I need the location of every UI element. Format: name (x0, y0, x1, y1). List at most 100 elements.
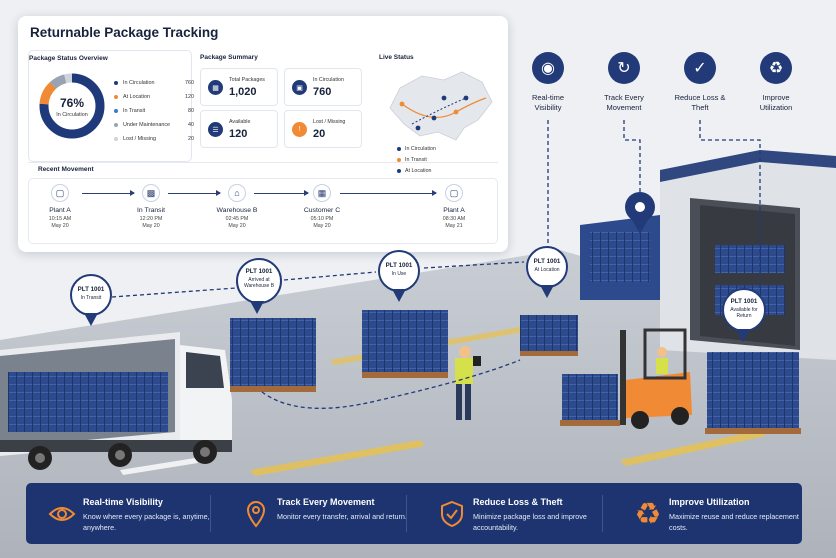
movement-step[interactable]: ▩ In Transit 12:20 PM May 20 (119, 184, 183, 229)
pallet-pin-available[interactable]: PLT 1001 Available for Return (722, 288, 766, 342)
live-legend-label: In Transit (405, 157, 427, 163)
legend-label: Lost / Missing (123, 135, 156, 142)
live-legend-label: At Location (405, 168, 432, 174)
pallet-pin-arrived[interactable]: PLT 1001 Arrived at Warehouse B (236, 258, 282, 314)
divider (28, 162, 498, 163)
recent-movement-title: Recent Movement (38, 166, 94, 173)
dashboard-title: Returnable Package Tracking (30, 25, 219, 40)
feature-real-time-visibility: ◉ Real-time Visibility (518, 52, 578, 112)
summary-card-total[interactable]: ▦ Total Packages 1,020 (200, 68, 278, 106)
warehouse-icon: ⌂ (228, 184, 246, 202)
arrow-icon (340, 190, 437, 196)
eye-icon (46, 498, 78, 530)
route-icon: ↻ (608, 52, 640, 84)
pin-status: Available for Return (730, 307, 758, 319)
legend-in-transit: In Transit 80 (114, 106, 194, 115)
crate-stack-5 (705, 352, 801, 434)
status-donut-chart (39, 73, 105, 139)
feature-label: Reduce Loss & Theft (674, 93, 726, 112)
crate-stack-1 (230, 318, 316, 392)
box-icon: ▣ (292, 80, 307, 95)
live-legend-label: In Circulation (405, 146, 436, 152)
pin-id: PLT 1001 (385, 262, 413, 269)
movement-step[interactable]: ⌂ Warehouse B 02:45 PM May 20 (205, 184, 269, 229)
pin-status: In Transit (80, 295, 102, 301)
package-summary-title: Package Summary (200, 54, 258, 61)
forklift (560, 328, 692, 429)
legend-value: 20 (188, 135, 194, 142)
summary-value: 760 (313, 86, 332, 98)
arrow-icon (254, 190, 309, 196)
live-status-title: Live Status (379, 54, 414, 61)
legend-dot (114, 80, 118, 85)
package-icon: ▦ (208, 80, 223, 95)
summary-label: Lost / Missing (313, 119, 346, 125)
benefit-reduce-loss: Reduce Loss & Theft Minimize package los… (416, 483, 610, 544)
live-legend-circulation: In Circulation (397, 146, 436, 152)
step-date: May 20 (313, 223, 331, 229)
feature-label: Real-time Visibility (531, 93, 565, 112)
benefit-title: Real-time Visibility (83, 497, 163, 507)
benefit-title: Track Every Movement (277, 497, 375, 507)
pallet-pin-in-use[interactable]: PLT 1001 In Use (378, 250, 420, 302)
legend-value: 80 (188, 107, 194, 114)
benefit-title: Reduce Loss & Theft (473, 497, 563, 507)
movement-timeline (28, 178, 498, 244)
movement-step[interactable]: ▦ Customer C 05:10 PM May 20 (290, 184, 354, 229)
benefits-bar: Real-time Visibility Know where every pa… (26, 483, 802, 544)
benefit-track-every-movement: Track Every Movement Monitor every trans… (220, 483, 414, 544)
step-name: Plant A (443, 207, 465, 214)
summary-card-available[interactable]: ☰ Available 120 (200, 110, 278, 148)
step-date: May 21 (445, 223, 463, 229)
truck-icon: ▩ (142, 184, 160, 202)
summary-value: 20 (313, 128, 326, 140)
pin-status: At Location (534, 267, 560, 273)
legend-dot (114, 94, 118, 99)
building-icon: ▦ (313, 184, 331, 202)
pin-id: PLT 1001 (730, 298, 758, 305)
legend-label: In Circulation (123, 79, 155, 86)
summary-label: Available (229, 119, 251, 125)
legend-dot (114, 122, 118, 127)
feature-label: Track Every Movement (604, 93, 644, 112)
summary-label: In Circulation (313, 77, 344, 83)
benefit-desc: Monitor every transfer, arrival and retu… (277, 512, 407, 521)
step-name: In Transit (137, 207, 165, 214)
pallet-pin-at-location[interactable]: PLT 1001 At Location (526, 246, 568, 298)
summary-card-circulation[interactable]: ▣ In Circulation 760 (284, 68, 362, 106)
legend-dot (114, 108, 118, 113)
divider (210, 495, 211, 532)
movement-step[interactable]: ▢ Plant A 10:15 AM May 20 (28, 184, 92, 229)
recycle-icon: ♻ (634, 497, 662, 531)
legend-label: Under Maintenance (123, 121, 171, 128)
legend-label: At Location (123, 93, 150, 100)
summary-card-lost[interactable]: ! Lost / Missing 20 (284, 110, 362, 148)
donut-percentage: 76% (59, 96, 85, 110)
legend-label: In Transit (123, 107, 146, 114)
step-time: 08:30 AM (442, 216, 466, 222)
pin-id: PLT 1001 (245, 268, 273, 275)
live-legend-transit: In Transit (397, 157, 427, 163)
step-date: May 20 (51, 223, 69, 229)
benefit-improve-utilization: ♻ Improve Utilization Maximize reuse and… (612, 483, 806, 544)
step-time: 12:20 PM (139, 216, 163, 222)
shield-check-icon: ✓ (684, 52, 716, 84)
benefit-real-time-visibility: Real-time Visibility Know where every pa… (26, 483, 220, 544)
pallet-pin-in-transit[interactable]: PLT 1001 In Transit (70, 274, 112, 326)
movement-step[interactable]: ▢ Plant A 08:30 AM May 21 (422, 184, 486, 229)
tracking-dashboard: Returnable Package Tracking Package Stat… (18, 16, 508, 252)
alert-icon: ! (292, 122, 307, 137)
factory-icon: ▢ (445, 184, 463, 202)
step-time: 02:45 PM (225, 216, 249, 222)
step-name: Plant A (49, 207, 71, 214)
arrow-icon (168, 190, 221, 196)
arrow-icon (82, 190, 135, 196)
warehouse-location-pin (625, 192, 655, 234)
live-status-map[interactable] (382, 68, 498, 144)
step-date: May 20 (142, 223, 160, 229)
pin-id: PLT 1001 (533, 258, 561, 265)
feature-reduce-loss: ✓ Reduce Loss & Theft (670, 52, 730, 112)
status-overview-title: Package Status Overview (29, 55, 108, 62)
legend-value: 760 (185, 79, 194, 86)
